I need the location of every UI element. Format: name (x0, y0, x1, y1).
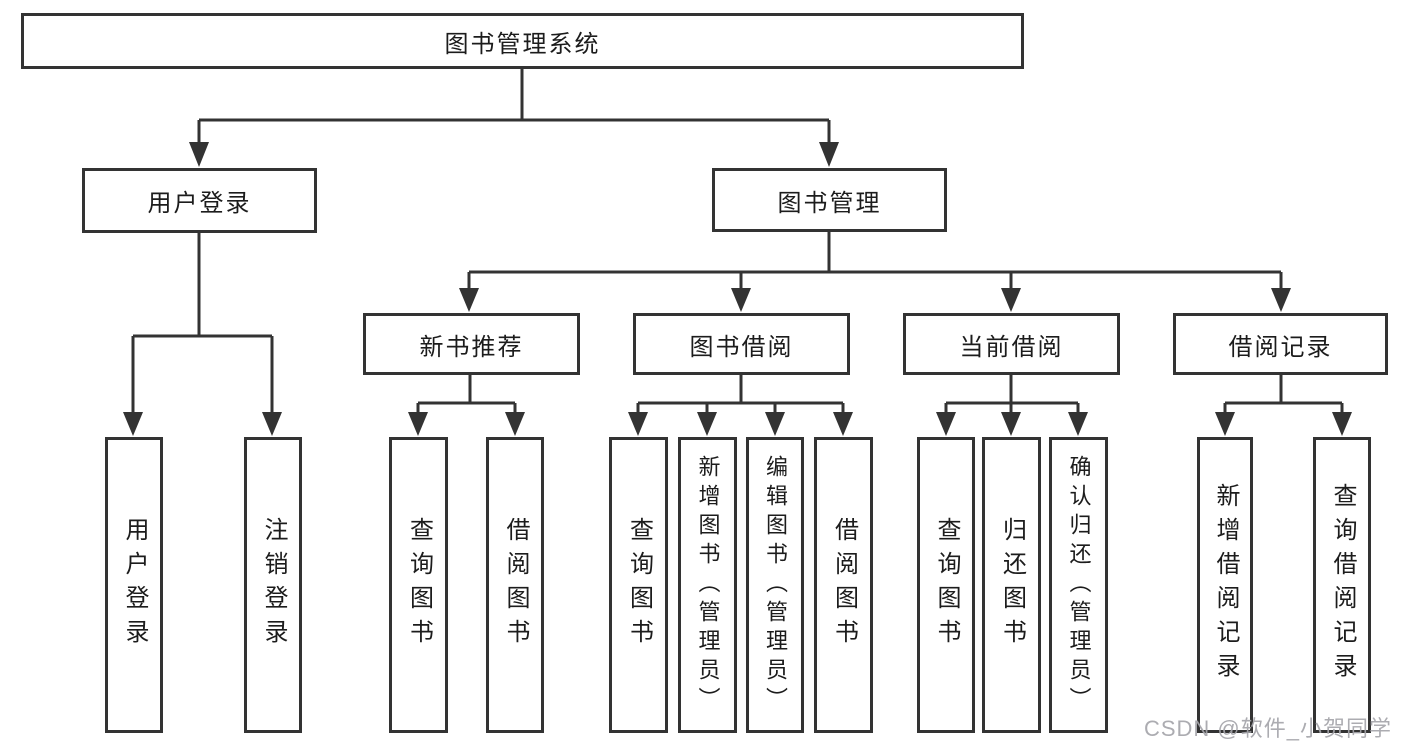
leaf-recommend-query-books: 查询图书 (389, 437, 448, 733)
leaf-add-borrow-record: 新增借阅记录 (1197, 437, 1253, 733)
leaf-borrow-books: 借阅图书 (814, 437, 873, 733)
leaf-recommend-borrow-books: 借阅图书 (486, 437, 544, 733)
arrowheads (123, 142, 1352, 436)
node-book-borrow: 图书借阅 (633, 313, 850, 375)
leaf-confirm-return-admin: 确认归还（管理员） (1049, 437, 1108, 733)
leaf-add-books-admin: 新增图书（管理员） (678, 437, 737, 733)
node-borrow-records: 借阅记录 (1173, 313, 1388, 375)
node-book-management: 图书管理 (712, 168, 947, 232)
node-current-borrow: 当前借阅 (903, 313, 1120, 375)
leaf-user-login: 用户登录 (105, 437, 163, 733)
leaf-borrow-query-books: 查询图书 (609, 437, 668, 733)
leaf-logout: 注销登录 (244, 437, 302, 733)
node-root-system: 图书管理系统 (21, 13, 1024, 69)
leaf-return-books: 归还图书 (982, 437, 1041, 733)
leaf-current-query-books: 查询图书 (917, 437, 975, 733)
leaf-edit-books-admin: 编辑图书（管理员） (746, 437, 804, 733)
leaf-query-borrow-record: 查询借阅记录 (1313, 437, 1371, 733)
node-user-login: 用户登录 (82, 168, 317, 233)
node-new-book-recommend: 新书推荐 (363, 313, 580, 375)
